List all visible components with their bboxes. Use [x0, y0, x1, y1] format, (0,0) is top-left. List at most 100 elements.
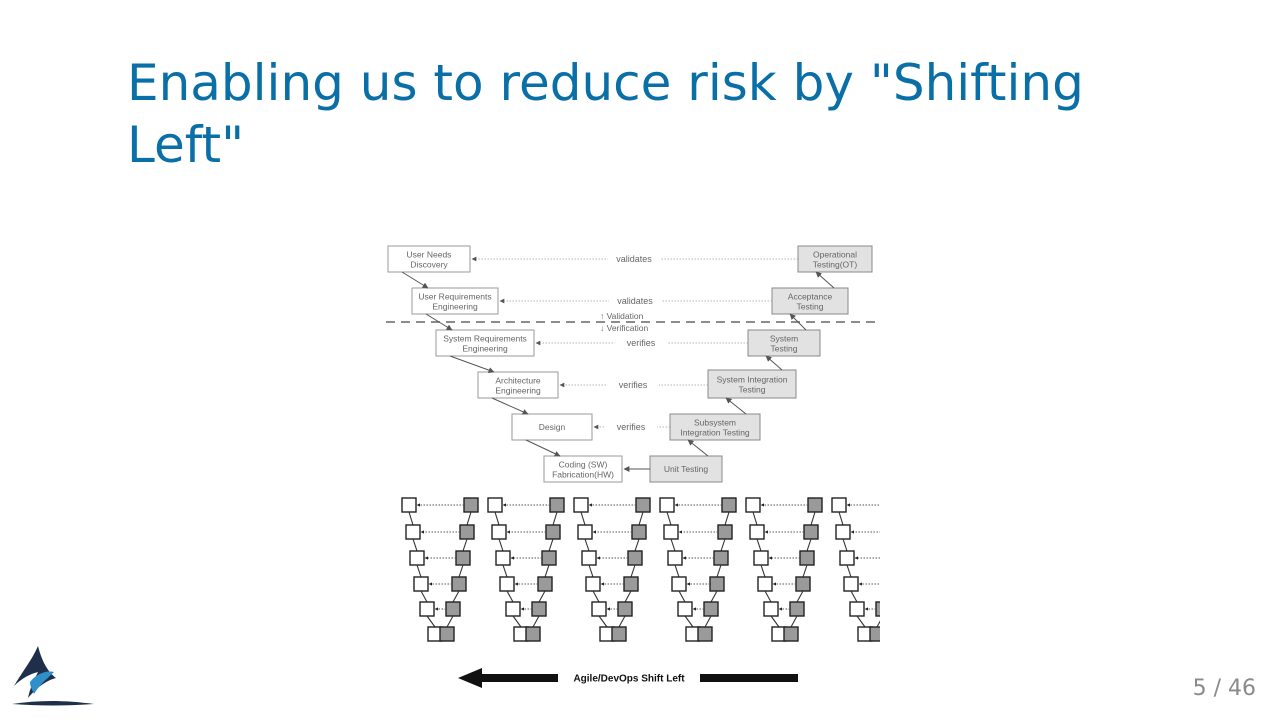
mini-ascent-line — [638, 511, 644, 526]
mini-descent-line — [666, 511, 672, 526]
mini-right-square — [703, 601, 719, 617]
validation-label: ↑ Validation — [600, 311, 644, 321]
relation-label: verifies — [617, 422, 646, 432]
relation-label: validates — [617, 296, 653, 306]
mini-right-square — [549, 497, 565, 513]
mini-descent-line — [506, 590, 514, 603]
mini-right-square — [875, 601, 880, 617]
mini-ascent-line — [446, 615, 454, 628]
mini-left-square — [491, 524, 507, 540]
left-descent-arrow — [401, 271, 429, 289]
relation-label-bg — [608, 252, 660, 266]
mini-ascent-line — [810, 511, 816, 526]
left-box-0-rect — [387, 245, 471, 273]
shift-left-label: Agile/DevOps Shift Left — [573, 674, 685, 685]
right-box-3-line2: Testing — [739, 385, 766, 395]
mini-descent-line — [684, 615, 694, 628]
mini-left-square — [745, 497, 761, 513]
mini-left-square — [487, 497, 503, 513]
relation-label: verifies — [627, 338, 656, 348]
mini-descent-line — [838, 511, 844, 526]
mini-right-square — [525, 626, 541, 642]
mini-descent-line — [756, 538, 762, 552]
left-box-2-line2: Engineering — [462, 344, 508, 354]
mini-descent-line — [674, 564, 680, 578]
mini-v-model — [745, 497, 823, 642]
mini-left-square — [495, 550, 511, 566]
mini-right-square — [451, 576, 467, 592]
mini-right-square — [541, 550, 557, 566]
mini-right-square — [717, 524, 733, 540]
mini-right-square — [789, 601, 805, 617]
mini-v-model — [659, 497, 737, 642]
relation-label: validates — [616, 254, 652, 264]
left-descent-arrow — [425, 313, 453, 331]
mini-descent-line — [770, 615, 780, 628]
mini-right-square — [611, 626, 627, 642]
mini-right-square — [697, 626, 713, 642]
mini-left-square — [749, 524, 765, 540]
mini-descent-line — [420, 590, 428, 603]
mini-descent-line — [592, 590, 600, 603]
right-box-5-line1: Unit Testing — [664, 464, 709, 474]
mini-left-square — [843, 576, 859, 592]
mini-ascent-line — [630, 564, 636, 578]
mini-ascent-line — [806, 538, 812, 552]
right-box-1-line2: Testing — [797, 302, 824, 312]
mini-left-square — [405, 524, 421, 540]
relation-label-bg — [607, 378, 659, 392]
mini-ascent-line — [710, 590, 718, 603]
mini-left-square — [753, 550, 769, 566]
mini-right-square — [617, 601, 633, 617]
mini-ascent-line — [624, 590, 632, 603]
left-box-2-rect — [435, 329, 535, 357]
left-box-4: Design — [511, 413, 593, 441]
left-box-2-line1: System Requirements — [443, 334, 527, 344]
page-number: 5 / 46 — [1193, 676, 1256, 701]
shift-left-arrow: Agile/DevOps Shift Left — [458, 668, 798, 688]
mini-descent-line — [856, 615, 866, 628]
mini-right-square — [799, 550, 815, 566]
mini-left-square — [677, 601, 693, 617]
left-box-1-rect — [411, 287, 499, 315]
mini-ascent-line — [544, 564, 550, 578]
right-box-3-rect — [707, 369, 797, 399]
iterative-mini-v-models — [401, 497, 880, 642]
right-ascent-arrow — [815, 271, 835, 289]
mini-descent-line — [850, 590, 858, 603]
shift-left-arrow-tail — [480, 674, 558, 682]
mini-descent-line — [588, 564, 594, 578]
mini-left-square — [581, 550, 597, 566]
mini-descent-line — [416, 564, 422, 578]
mini-ascent-line — [704, 615, 712, 628]
relation-label-bg — [605, 420, 657, 434]
mini-right-square — [545, 524, 561, 540]
mini-right-square — [463, 497, 479, 513]
mini-v-model — [573, 497, 651, 642]
left-box-5-line1: Coding (SW) — [559, 460, 608, 470]
left-box-3-line1: Architecture — [495, 376, 541, 386]
mini-ascent-line — [876, 620, 880, 628]
v-model-diagram: ↑ Validation ↓ Verification User NeedsDi… — [386, 245, 880, 688]
relation-label: verifies — [619, 380, 648, 390]
mini-left-square — [401, 497, 417, 513]
right-box-1-rect — [771, 287, 849, 315]
right-box-1-line1: Acceptance — [788, 292, 833, 302]
mini-left-square — [505, 601, 521, 617]
right-box-2-line1: System — [770, 334, 798, 344]
mini-ascent-line — [790, 615, 798, 628]
mini-left-square — [499, 576, 515, 592]
right-box-4-line1: Subsystem — [694, 418, 736, 428]
mini-ascent-line — [452, 590, 460, 603]
mini-left-square — [671, 576, 687, 592]
page-separator: / — [1213, 676, 1221, 701]
mini-right-square — [807, 497, 823, 513]
mini-v-model — [487, 497, 565, 642]
